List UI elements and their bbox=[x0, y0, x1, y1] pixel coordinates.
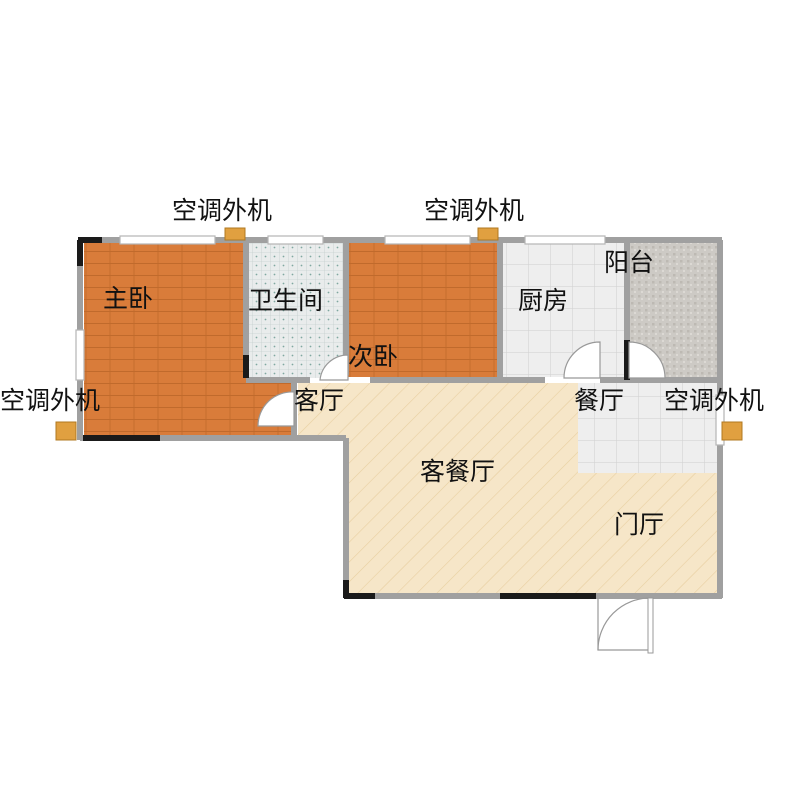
ac-unit-top-left bbox=[224, 227, 246, 241]
label-master-bedroom: 主卧 bbox=[103, 284, 154, 313]
door-swing-kitchen bbox=[563, 341, 601, 379]
label-living-room: 客厅 bbox=[294, 386, 345, 415]
door-swings bbox=[257, 341, 666, 651]
label-ac-left: 空调外机 bbox=[0, 386, 101, 415]
dark-walls bbox=[77, 237, 630, 599]
label-second-bedroom: 次卧 bbox=[348, 342, 399, 371]
entrance-door-leaf bbox=[647, 597, 654, 654]
label-dining-room: 餐厅 bbox=[574, 386, 625, 415]
label-foyer: 门厅 bbox=[614, 510, 665, 539]
door-swing-bathroom bbox=[319, 354, 349, 381]
label-living-dining: 客餐厅 bbox=[420, 457, 496, 486]
door-swing-balcony bbox=[628, 341, 666, 379]
door-swing-master bbox=[257, 391, 295, 427]
second-bedroom-floor bbox=[345, 243, 497, 377]
door-swing-entrance-arc bbox=[597, 597, 651, 651]
dining-tile-floor bbox=[578, 383, 720, 473]
label-ac-top-left: 空调外机 bbox=[172, 196, 273, 225]
ac-units bbox=[55, 227, 743, 441]
bathroom-floor bbox=[248, 243, 345, 378]
ac-unit-right bbox=[721, 421, 743, 441]
windows bbox=[75, 235, 725, 446]
ac-unit-top-right bbox=[477, 227, 499, 241]
master-bedroom-floor bbox=[84, 243, 244, 435]
label-ac-top-right: 空调外机 bbox=[424, 196, 525, 225]
door-swing-entrance bbox=[597, 598, 651, 651]
label-bathroom: 卫生间 bbox=[248, 286, 324, 315]
label-kitchen: 厨房 bbox=[518, 286, 569, 315]
kitchen-floor bbox=[503, 243, 625, 377]
ac-unit-left bbox=[55, 421, 77, 441]
label-ac-right: 空调外机 bbox=[664, 386, 765, 415]
label-balcony: 阳台 bbox=[604, 248, 655, 277]
